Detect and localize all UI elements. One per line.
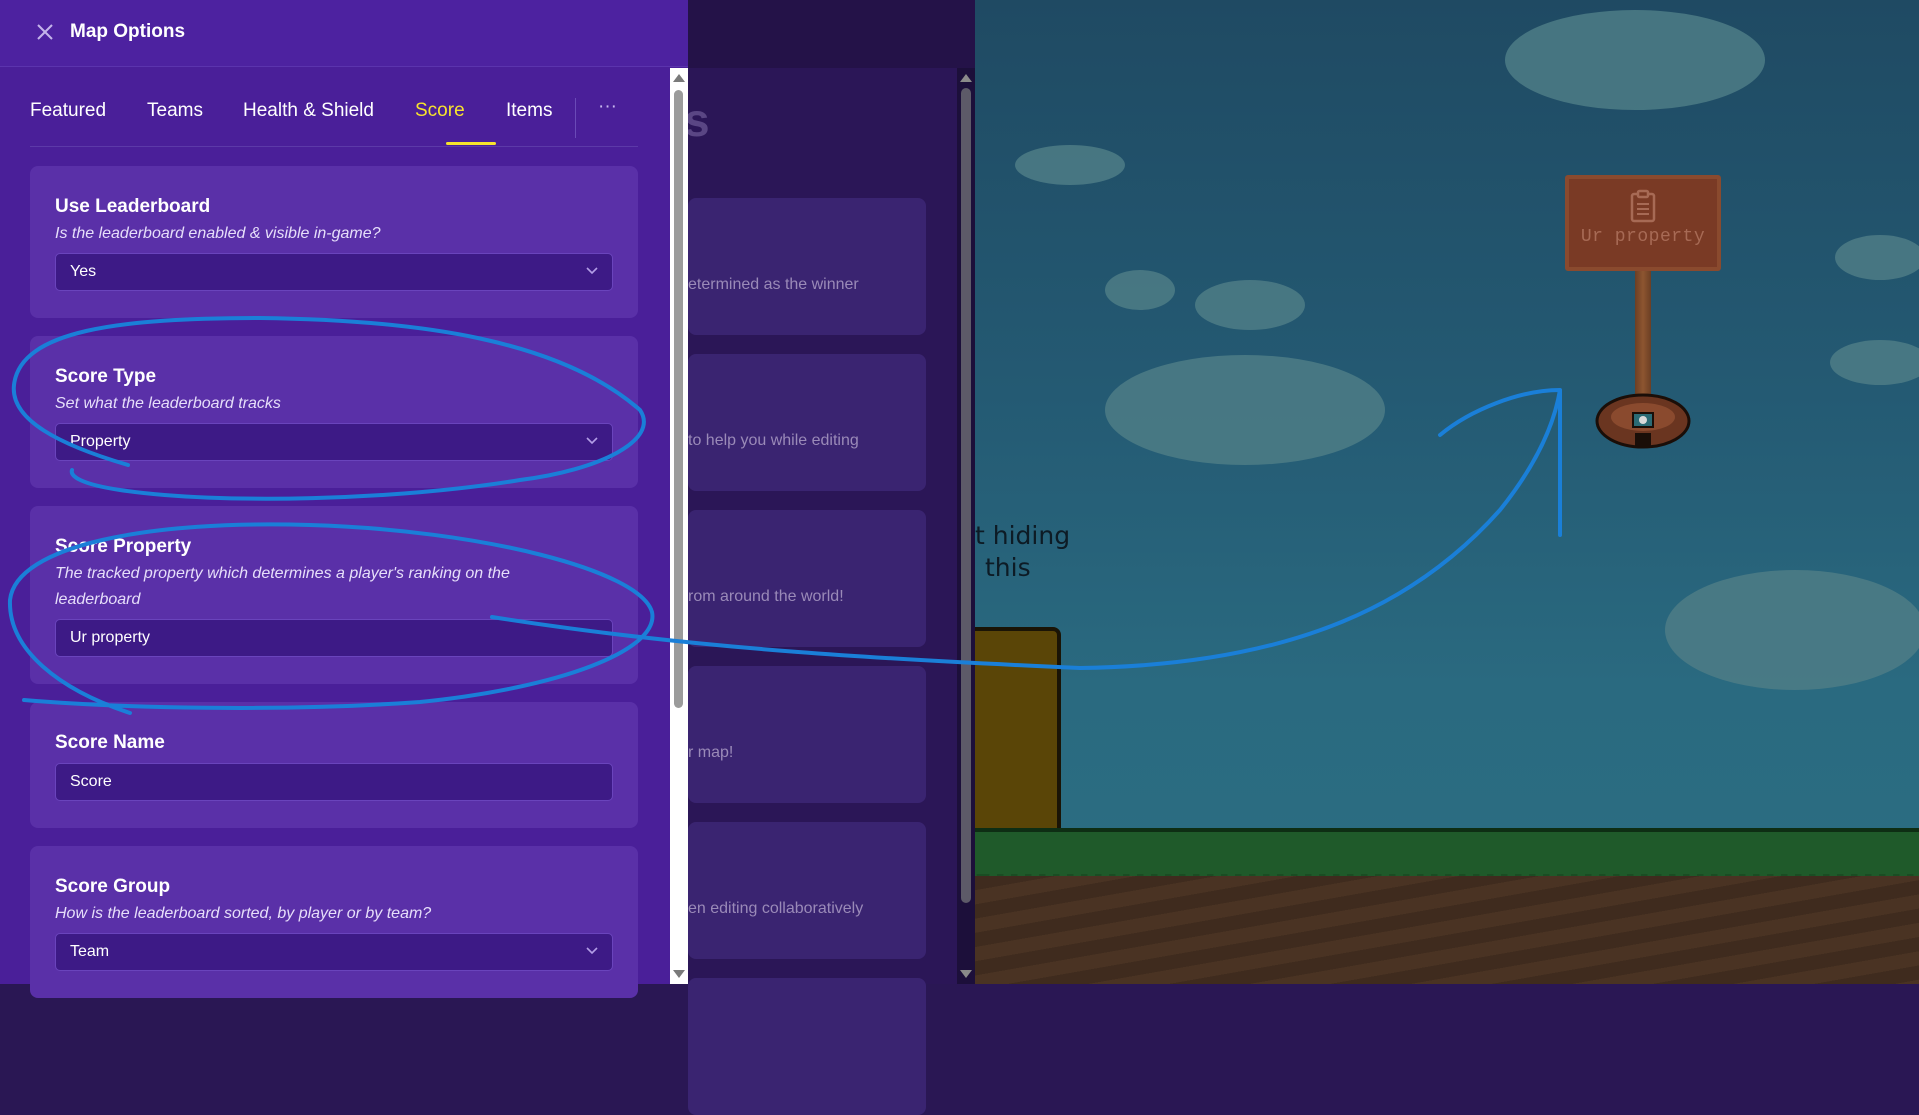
setting-title: Score Type <box>55 366 157 387</box>
tab-featured[interactable]: Featured <box>30 100 107 121</box>
panel-header: Map Options <box>0 0 688 67</box>
cloud <box>1195 280 1305 330</box>
dirt-ground <box>975 876 1919 984</box>
setting-title: Score Group <box>55 876 171 897</box>
background-card: to help you while editing <box>688 354 926 491</box>
setting-title: Score Name <box>55 732 165 753</box>
tab-divider <box>575 98 576 138</box>
scroll-up-arrow[interactable] <box>673 74 685 82</box>
tab-score[interactable]: Score <box>415 100 465 121</box>
dropdown-value: Property <box>70 433 131 450</box>
active-tab-indicator <box>446 142 496 145</box>
background-heading-fragment: s <box>684 94 710 146</box>
background-card-text: en editing collaboratively <box>688 900 864 917</box>
setting-score-type: Score Type Set what the leaderboard trac… <box>30 336 638 488</box>
setting-use-leaderboard: Use Leaderboard Is the leaderboard enabl… <box>30 166 638 318</box>
property-sign[interactable]: Ur property <box>1565 175 1721 271</box>
map-options-panel: Map Options Featured Teams Health & Shie… <box>0 0 688 998</box>
dropdown-value: Yes <box>70 263 97 280</box>
score-group-dropdown[interactable]: Team <box>55 933 613 971</box>
setting-title: Score Property <box>55 536 192 557</box>
scroll-down-arrow[interactable] <box>960 970 972 978</box>
game-canvas[interactable]: t hiding this Ur property <box>975 0 1919 984</box>
setting-score-property: Score Property The tracked property whic… <box>30 506 638 684</box>
background-card-text: etermined as the winner <box>688 276 859 293</box>
background-card: en editing collaboratively <box>688 822 926 959</box>
sign-pole <box>1635 271 1651 397</box>
hint-line-1: t hiding <box>975 521 1071 550</box>
input-value: Ur property <box>70 629 151 646</box>
panel-title: Map Options <box>70 21 186 42</box>
chevron-down-icon <box>584 262 600 278</box>
scrollbar-thumb[interactable] <box>961 88 971 903</box>
background-card-text: rom around the world! <box>688 588 844 605</box>
panel-scrollbar[interactable] <box>670 68 688 984</box>
cloud <box>1665 570 1919 690</box>
score-type-dropdown[interactable]: Property <box>55 423 613 461</box>
close-icon[interactable] <box>33 20 57 44</box>
chevron-down-icon <box>584 432 600 448</box>
tab-items[interactable]: Items <box>506 100 553 121</box>
scroll-down-arrow[interactable] <box>673 970 685 978</box>
cloud <box>1105 355 1385 465</box>
background-scrollbar[interactable] <box>957 68 975 984</box>
background-card-text: to help you while editing <box>688 432 859 449</box>
input-value: Score <box>70 773 112 790</box>
more-tabs-button[interactable]: ··· <box>598 96 617 117</box>
background-card <box>688 978 926 1115</box>
score-property-input[interactable]: Ur property <box>55 619 613 657</box>
use-leaderboard-dropdown[interactable]: Yes <box>55 253 613 291</box>
hint-line-2: this <box>985 553 1031 582</box>
background-card: etermined as the winner <box>688 198 926 335</box>
background-card: r map! <box>688 666 926 803</box>
sign-label: Ur property <box>1580 227 1706 247</box>
score-name-input[interactable]: Score <box>55 763 613 801</box>
cloud <box>1830 340 1919 385</box>
property-device-icon[interactable] <box>1595 393 1691 453</box>
scroll-up-arrow[interactable] <box>960 74 972 82</box>
setting-title: Use Leaderboard <box>55 196 211 217</box>
background-panel-header <box>688 0 975 68</box>
cloud <box>1505 10 1765 110</box>
tab-teams[interactable]: Teams <box>147 100 203 121</box>
dropdown-value: Team <box>70 943 110 960</box>
hidden-hint-text: t hiding this <box>975 520 1095 584</box>
cloud <box>1105 270 1175 310</box>
setting-description: Is the leaderboard enabled & visible in-… <box>55 225 381 242</box>
cloud <box>1835 235 1919 280</box>
setting-description: The tracked property which determines a … <box>55 565 510 608</box>
grass-ground <box>975 828 1919 886</box>
setting-score-name: Score Name Score <box>30 702 638 828</box>
scrollbar-thumb[interactable] <box>674 90 683 708</box>
setting-description: How is the leaderboard sorted, by player… <box>55 905 432 922</box>
setting-score-group: Score Group How is the leaderboard sorte… <box>30 846 638 998</box>
background-card: rom around the world! <box>688 510 926 647</box>
background-card-text: r map! <box>688 744 734 761</box>
setting-description: Set what the leaderboard tracks <box>55 395 281 412</box>
tab-health-shield[interactable]: Health & Shield <box>243 100 374 121</box>
clipboard-icon <box>1628 189 1658 223</box>
cloud <box>1015 145 1125 185</box>
tab-bar: Featured Teams Health & Shield Score Ite… <box>30 94 638 147</box>
chevron-down-icon <box>584 942 600 958</box>
